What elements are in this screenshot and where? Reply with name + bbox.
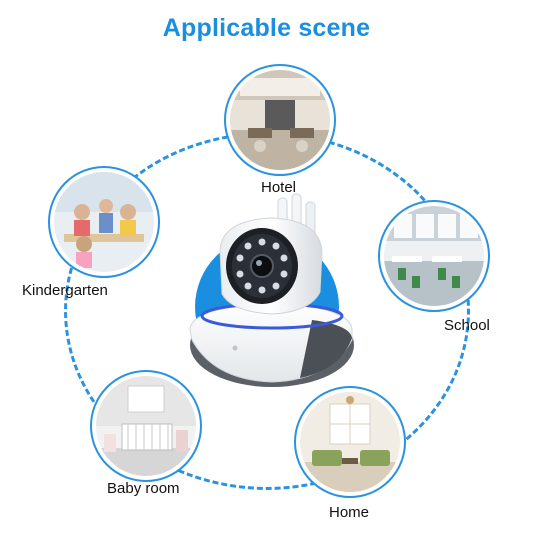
kindergarten-photo (54, 172, 154, 272)
scene-label-baby-room: Baby room (107, 480, 180, 497)
scene-label-kindergarten: Kindergarten (22, 282, 108, 299)
scene-label-hotel: Hotel (261, 179, 297, 196)
scene-label-home: Home (329, 504, 370, 521)
camera-icon (189, 193, 354, 387)
scene-hotel (224, 64, 336, 176)
scene-kindergarten (48, 166, 160, 278)
scene-label-school: School (444, 317, 490, 334)
scene-baby-room (90, 370, 202, 482)
school-photo (384, 206, 484, 306)
hotel-photo (230, 70, 330, 170)
page-title: Applicable scene (162, 14, 371, 42)
home-photo (300, 392, 400, 492)
scene-school (378, 200, 490, 312)
scene-home (294, 386, 406, 498)
baby-room-photo (96, 376, 196, 476)
